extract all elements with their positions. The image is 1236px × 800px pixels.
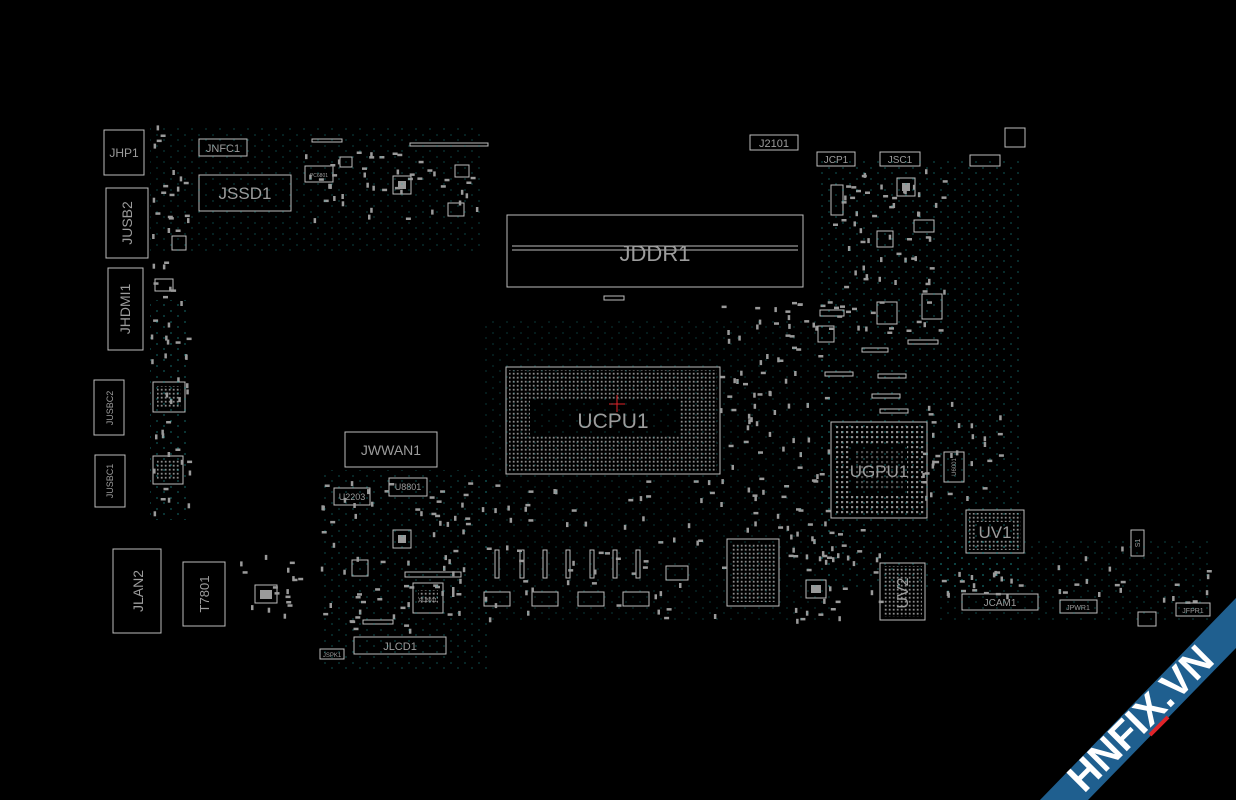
passive-pad: [286, 589, 289, 595]
passive-pad: [787, 315, 791, 321]
passive-pad: [289, 561, 295, 565]
passive-pad: [267, 607, 271, 613]
passive-pad: [721, 305, 727, 309]
passive-pad: [153, 282, 159, 285]
label-jusb2: JUSB2: [119, 201, 135, 245]
label-j2101: J2101: [759, 138, 789, 150]
label-jwwan1: JWWAN1: [361, 442, 421, 458]
label-jhp1: JHP1: [109, 146, 139, 160]
passive-pad: [152, 263, 156, 269]
connector-j2101[interactable]: J2101: [749, 134, 799, 151]
passive-pad: [878, 600, 884, 604]
passive-pad: [163, 295, 168, 299]
passive-pad: [785, 310, 791, 313]
passive-pad: [835, 600, 841, 604]
passive-pad: [797, 303, 803, 306]
connector-jusb2[interactable]: JUSB2: [105, 187, 149, 259]
passive-pad: [283, 613, 287, 619]
passive-pad: [796, 618, 799, 624]
passive-pad: [171, 289, 177, 292]
passive-pad: [264, 554, 268, 560]
passive-pad: [292, 578, 298, 582]
label-jlan2: JLAN2: [130, 570, 146, 612]
via-field: [150, 125, 1210, 670]
passive-pad: [272, 586, 278, 589]
label-jusbc2: JUSBC2: [105, 391, 115, 426]
passive-pad: [164, 261, 170, 264]
passive-pad: [260, 594, 266, 598]
passive-pad: [838, 616, 841, 622]
label-t7801: T7801: [197, 576, 212, 613]
passive-pad: [298, 577, 304, 581]
passive-pad: [287, 604, 293, 607]
watermark-text: HNFIX.VN: [1059, 637, 1222, 800]
passive-pad: [287, 567, 290, 573]
label-jddr1: JDDR1: [620, 241, 691, 266]
connector-jlan2[interactable]: JLAN2: [112, 548, 162, 634]
connector-jhp1[interactable]: JHP1: [103, 129, 145, 176]
label-jhdmi1: JHDMI1: [117, 284, 133, 335]
connector-jhdmi1[interactable]: JHDMI1: [107, 267, 144, 351]
passive-pad: [240, 561, 243, 567]
passive-pad: [292, 576, 295, 582]
passive-pad: [286, 601, 292, 604]
passive-pad: [830, 608, 836, 611]
passive-pad: [274, 592, 280, 595]
connector-jwwan1[interactable]: JWWAN1: [344, 431, 438, 468]
connector-jusbc2[interactable]: JUSBC2: [93, 379, 125, 436]
passive-pad: [162, 264, 166, 270]
passive-pad: [870, 590, 874, 596]
transformer-t7801[interactable]: T7801: [182, 561, 226, 627]
passive-pad: [285, 595, 291, 599]
label-jusbc1: JUSBC1: [105, 464, 115, 499]
connector-jusbc1[interactable]: JUSBC1: [94, 454, 126, 508]
passive-pad: [251, 605, 254, 611]
connector-jddr1[interactable]: JDDR1: [506, 214, 804, 288]
passive-pad: [792, 301, 797, 305]
passive-pad: [169, 286, 172, 292]
watermark: HNFIX.VN: [1040, 598, 1236, 800]
passive-pad: [755, 306, 761, 310]
passive-pad: [774, 307, 777, 313]
passive-pad: [242, 571, 248, 574]
watermark-accent: [1148, 715, 1170, 737]
